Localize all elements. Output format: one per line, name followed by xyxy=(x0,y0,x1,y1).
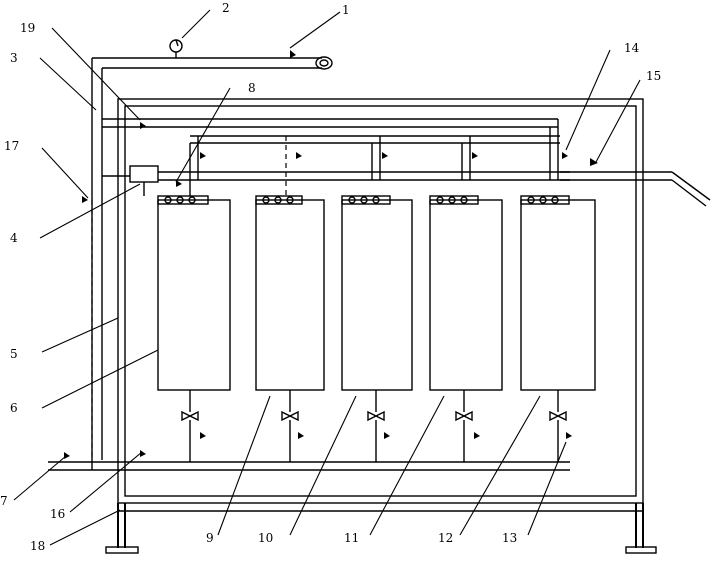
label-2: 2 xyxy=(222,1,230,15)
support-frame xyxy=(105,98,657,554)
leader-lines xyxy=(13,9,641,546)
label-19: 19 xyxy=(20,21,35,35)
module-c xyxy=(341,195,413,462)
label-9: 9 xyxy=(206,531,214,545)
label-3: 3 xyxy=(10,51,18,65)
module-e xyxy=(520,195,596,462)
label-17: 17 xyxy=(4,139,19,153)
label-14: 14 xyxy=(624,41,640,55)
valve-box xyxy=(102,165,159,196)
module-d xyxy=(429,195,503,462)
drain-manifold xyxy=(48,196,570,471)
label-1: 1 xyxy=(342,3,350,17)
label-13: 13 xyxy=(502,531,517,545)
outlet-pipe xyxy=(560,158,711,207)
label-16: 16 xyxy=(50,507,65,521)
label-12: 12 xyxy=(438,531,453,545)
inlet-pipe xyxy=(91,39,333,470)
module-a xyxy=(157,180,231,462)
label-7: 7 xyxy=(0,494,8,508)
upper-manifold xyxy=(102,118,570,195)
modules xyxy=(157,180,596,462)
label-18: 18 xyxy=(30,539,45,553)
label-6: 6 xyxy=(10,401,18,415)
label-15: 15 xyxy=(646,69,661,83)
label-11: 11 xyxy=(344,531,359,545)
module-b xyxy=(255,195,325,462)
callout-labels: 1 2 3 19 17 8 4 5 6 7 16 18 9 10 11 12 1… xyxy=(0,1,661,553)
label-5: 5 xyxy=(10,347,18,361)
label-10: 10 xyxy=(258,531,273,545)
label-8: 8 xyxy=(248,81,256,95)
label-4: 4 xyxy=(10,231,18,245)
